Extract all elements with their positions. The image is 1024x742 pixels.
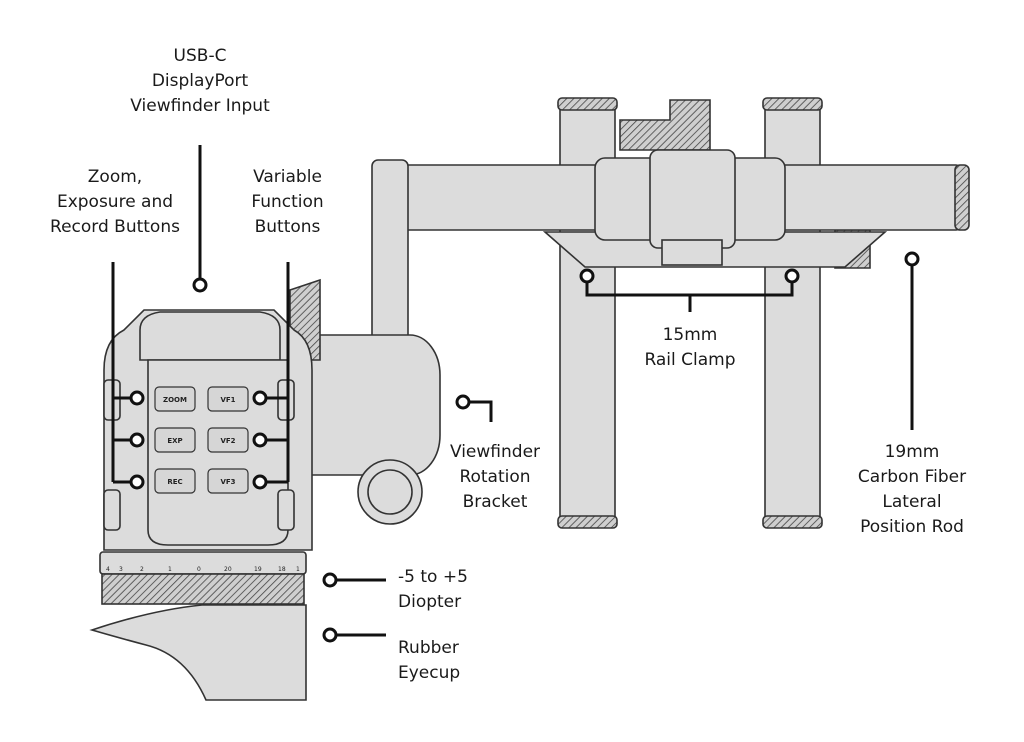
rotation-bracket — [289, 159, 441, 525]
label-line: USB-C — [173, 46, 227, 66]
zoom-button[interactable] — [154, 386, 196, 412]
vf-callout-line — [267, 262, 290, 484]
label-line: Bracket — [462, 492, 528, 512]
rec-button[interactable] — [154, 468, 196, 494]
vf1-button[interactable] — [207, 386, 249, 412]
label-line: Carbon Fiber — [857, 467, 967, 487]
diopter-tick-label: 18 — [278, 566, 286, 573]
clamp-knob — [619, 99, 711, 151]
label-line: Viewfinder Input — [130, 96, 270, 116]
vf3-button-label: VF3 — [220, 478, 235, 486]
label-line: Rotation — [459, 467, 531, 487]
vf2-button[interactable] — [207, 427, 249, 453]
label-line: Viewfinder — [449, 442, 541, 462]
rubber-eyecup — [89, 604, 307, 701]
rail-clamp — [542, 149, 888, 268]
diopter-tick-label: 20 — [224, 566, 232, 573]
label-line: Function — [251, 192, 324, 212]
rail-clamp-callout-line — [585, 282, 794, 312]
label-line: Diopter — [398, 592, 462, 612]
callout-marker — [129, 432, 145, 448]
label-line: Zoom, — [87, 167, 143, 187]
label-line: Rubber — [398, 638, 459, 658]
label-line: Record Buttons — [50, 217, 180, 237]
label-line: Rail Clamp — [644, 350, 736, 370]
rec-button-label: REC — [167, 478, 182, 486]
diopter-tick-label: 2 — [140, 566, 144, 573]
callout-marker — [322, 627, 338, 643]
diopter-tick-label: 3 — [119, 566, 123, 573]
diopter-tick-label: 1 — [168, 566, 172, 573]
exp-button-label: EXP — [167, 437, 182, 445]
zoom-button-label: ZOOM — [163, 396, 187, 404]
label-line: 15mm — [662, 325, 718, 345]
label-line: 19mm — [884, 442, 940, 462]
vf1-button-label: VF1 — [220, 396, 235, 404]
callout-marker — [192, 277, 208, 293]
label-line: Eyecup — [398, 663, 461, 683]
callout-marker — [129, 390, 145, 406]
diopter-ring — [99, 551, 307, 605]
diopter-tick-label: 0 — [197, 566, 201, 573]
vf2-button-label: VF2 — [220, 437, 235, 445]
diopter-scale: 4 3 2 1 0 20 19 18 1 — [106, 566, 300, 573]
callout-marker — [322, 572, 338, 588]
callout-marker — [904, 251, 920, 267]
callout-marker — [784, 268, 800, 284]
diopter-label: -5 to +5 Diopter — [398, 565, 468, 615]
callout-marker — [455, 394, 471, 410]
bracket-callout-line — [470, 400, 493, 422]
diopter-tick-label: 1 — [296, 566, 300, 573]
label-line: Buttons — [254, 217, 321, 237]
callout-marker — [252, 474, 268, 490]
label-line: Exposure and — [56, 192, 174, 212]
vf3-button[interactable] — [207, 468, 249, 494]
label-line: Lateral — [882, 492, 942, 512]
diopter-tick-label: 19 — [254, 566, 262, 573]
label-line: Variable — [253, 167, 322, 187]
callout-marker — [252, 390, 268, 406]
label-line: -5 to +5 — [398, 567, 468, 587]
exp-button[interactable] — [154, 427, 196, 453]
callout-marker — [252, 432, 268, 448]
callout-marker — [579, 268, 595, 284]
callout-marker — [129, 474, 145, 490]
zoom-callout-line — [111, 262, 130, 484]
diopter-tick-label: 4 — [106, 566, 110, 573]
label-line: Position Rod — [860, 517, 964, 537]
label-line: DisplayPort — [151, 71, 249, 91]
